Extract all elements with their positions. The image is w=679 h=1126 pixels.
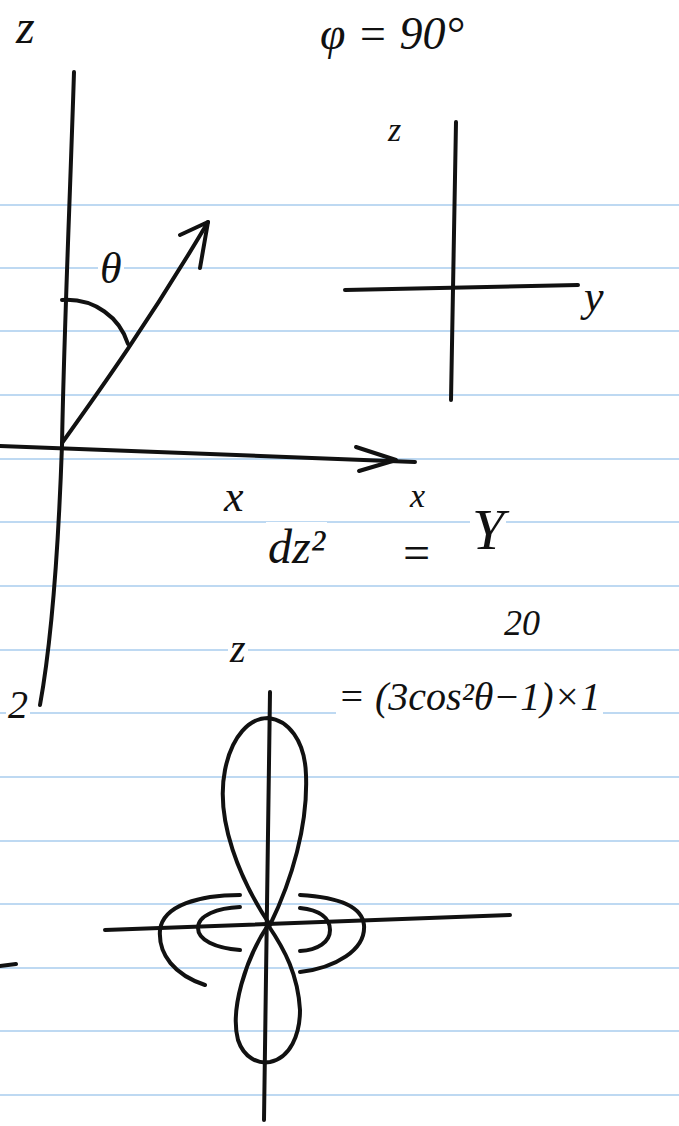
ruled-lines [0,205,679,1095]
equals-sign: = [398,528,434,578]
spherical-harmonic: Y [470,500,506,560]
axis-label: y [582,274,606,320]
axis-label: x [222,474,246,520]
axis-label: z [386,112,403,148]
small-axes [345,122,578,400]
angle-label: θ [98,246,124,292]
axis-label: z [228,628,248,670]
fragment-text: 2 [6,684,30,726]
dz2-orbital [105,692,510,1120]
angular-formula: = (3cos²θ−1)×1 [336,676,603,718]
margin-dash [0,964,16,966]
axis-label: z [14,2,37,52]
orbital-name: dz² [266,522,327,572]
coordinate-axes [0,72,415,705]
note-mark: x [408,478,427,514]
angle-value: φ = 90° [318,10,466,58]
position-vector [62,222,208,443]
harmonic-index: 20 [502,604,542,642]
